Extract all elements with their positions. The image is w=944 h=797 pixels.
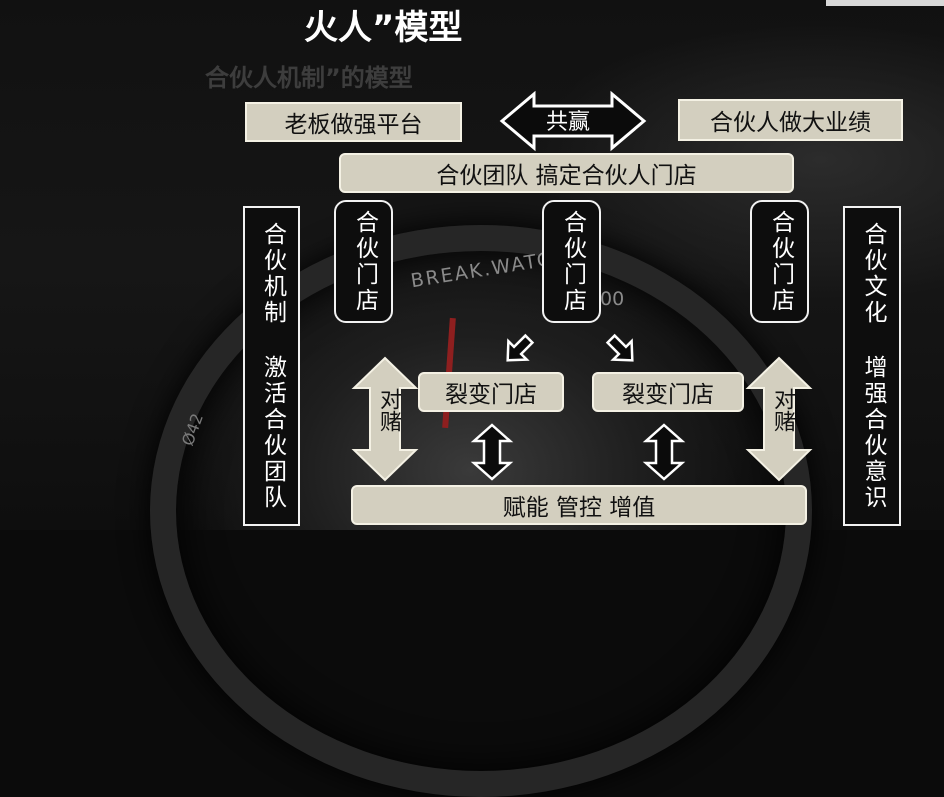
fission-store-right: 裂变门店 <box>592 372 744 412</box>
fission-store-right-label: 裂变门店 <box>622 382 714 408</box>
partner-team-label: 合伙团队 搞定合伙人门店 <box>436 163 697 189</box>
partner-mechanism-label: 合伙机制 激活合伙团队 <box>259 221 286 511</box>
boss-platform-label: 老板做强平台 <box>284 112 423 138</box>
partner-culture-box: 合伙文化 增强合伙意识 <box>843 206 901 526</box>
fission-store-left: 裂变门店 <box>418 372 564 412</box>
partner-mechanism-box: 合伙机制 激活合伙团队 <box>243 206 300 526</box>
split-arrow-left <box>506 333 535 362</box>
center-partner-store-label: 合伙门店 <box>559 209 586 314</box>
watch-number-text: 00 <box>600 288 625 310</box>
corner-mark <box>826 0 944 6</box>
page-subtitle: 合伙人机制”的模型 <box>205 64 413 92</box>
fission-right-link-arrow <box>642 423 686 481</box>
win-win-label: 共赢 <box>546 110 591 135</box>
left-partner-store-label: 合伙门店 <box>351 209 378 314</box>
empower-control-value-label: 赋能 管控 增值 <box>502 495 656 521</box>
gamble-arrow-right <box>745 356 813 482</box>
center-partner-store: 合伙门店 <box>542 200 601 323</box>
partner-team-box: 合伙团队 搞定合伙人门店 <box>339 153 794 193</box>
partner-performance-label: 合伙人做大业绩 <box>710 110 871 136</box>
page-title: 火人”模型 <box>304 8 463 48</box>
gamble-left-label: 对赌 <box>376 388 401 432</box>
partner-performance-box: 合伙人做大业绩 <box>678 99 903 141</box>
win-win-arrow <box>499 90 647 152</box>
boss-platform-box: 老板做强平台 <box>245 102 462 142</box>
right-partner-store: 合伙门店 <box>750 200 809 323</box>
fission-store-left-label: 裂变门店 <box>445 382 537 408</box>
gamble-arrow-left <box>351 356 419 482</box>
fission-left-link-arrow <box>470 423 514 481</box>
gamble-right-label: 对赌 <box>770 388 795 432</box>
right-partner-store-label: 合伙门店 <box>767 209 794 314</box>
left-partner-store: 合伙门店 <box>334 200 393 323</box>
empower-control-value-bar: 赋能 管控 增值 <box>351 485 807 525</box>
partner-culture-label: 合伙文化 增强合伙意识 <box>859 221 886 511</box>
split-arrow-right <box>605 333 634 362</box>
